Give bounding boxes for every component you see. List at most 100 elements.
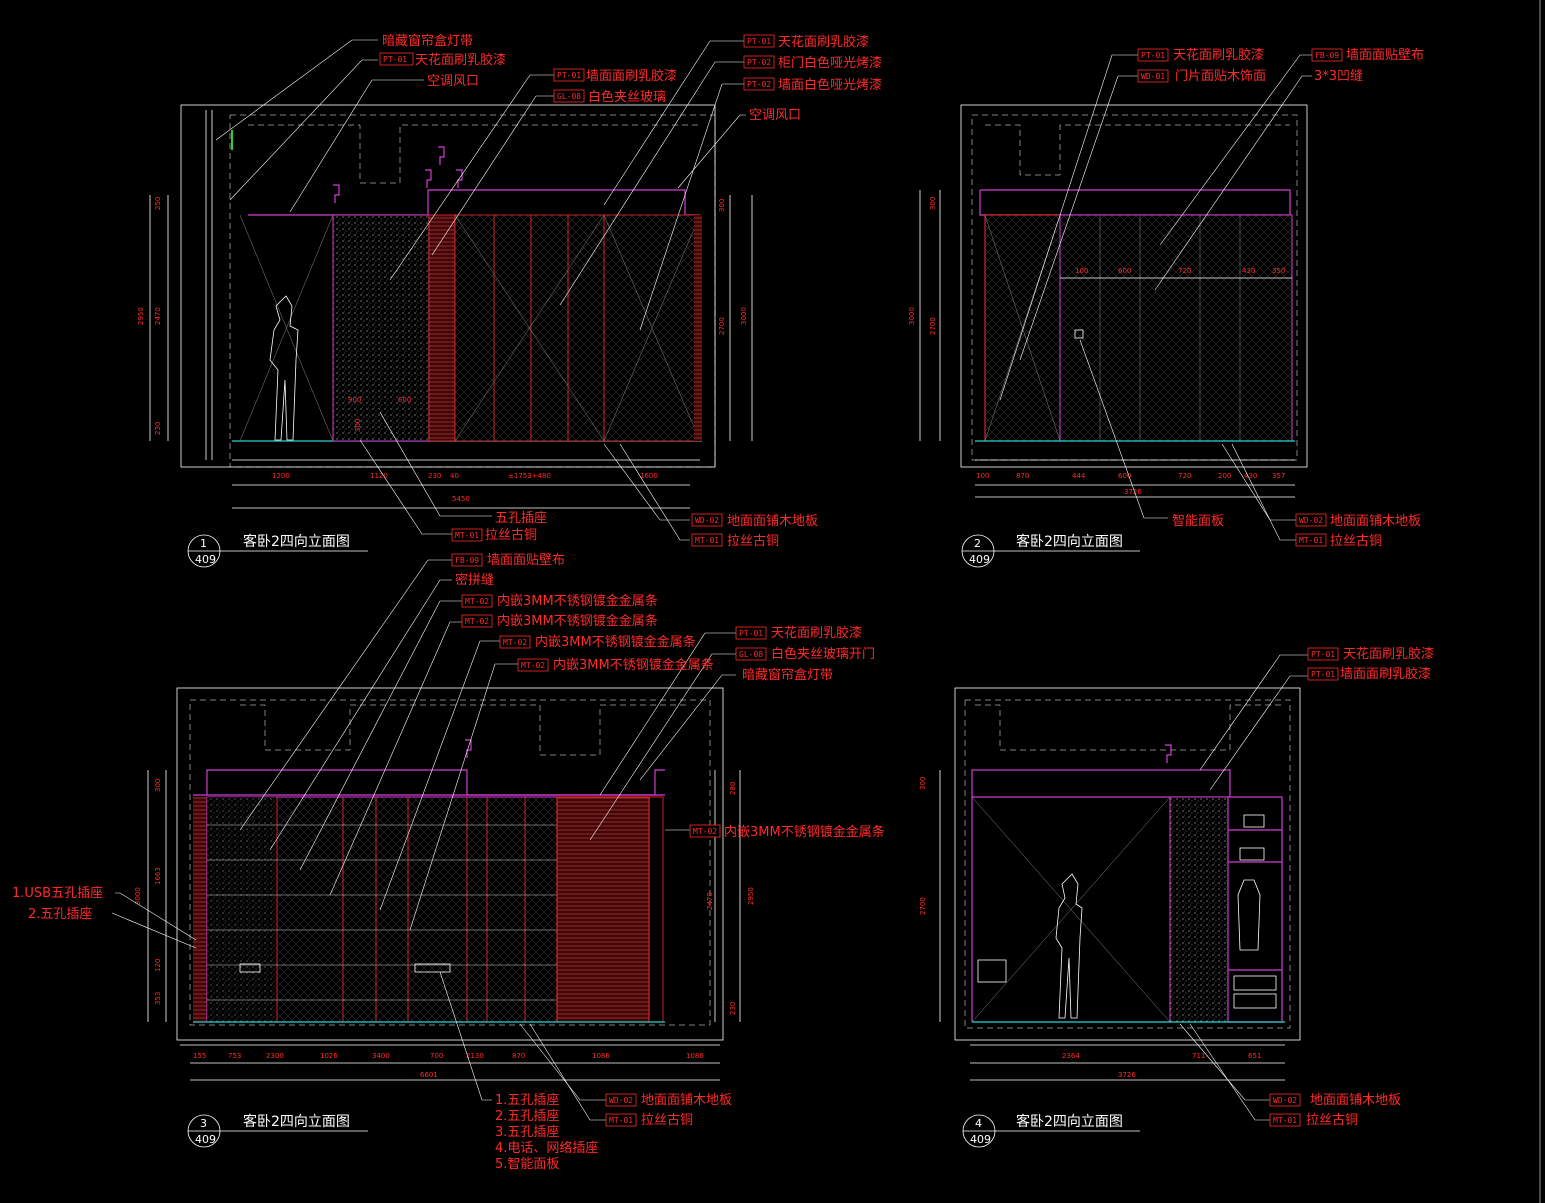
view-title: 客卧2四向立面图 <box>243 1113 350 1130</box>
code-wd02: WD-02 <box>609 1096 633 1105</box>
view-title: 客卧2四向立面图 <box>243 533 350 550</box>
dim-l2: 2700 <box>929 317 937 335</box>
dim-b1: 100 <box>976 472 989 480</box>
ceiling-line <box>206 769 665 796</box>
dim-bottom-6: 1600 <box>640 472 658 480</box>
dim-l1: 300 <box>154 779 162 792</box>
code-wd01: WD-01 <box>1141 72 1165 81</box>
label-socket: 五孔插座 <box>495 511 547 526</box>
dim-left-2: 2470 <box>154 307 162 325</box>
code-pt02-wall: PT-02 <box>747 80 771 89</box>
label-wall-fabric: 墙面面贴壁布 <box>487 553 565 568</box>
code-mt01-b: MT-01 <box>695 536 719 545</box>
code-wd02: WD-02 <box>1273 1096 1297 1105</box>
dim-b9: 1086 <box>592 1052 610 1060</box>
ceiling-line <box>248 189 700 216</box>
dim-b6: 200 <box>1218 472 1231 480</box>
dim-b3: 2300 <box>266 1052 284 1060</box>
label-bronze: 拉丝古铜 <box>1330 534 1382 549</box>
dim-left-3: 230 <box>154 422 162 435</box>
dim-inner-1: 100 <box>1075 267 1088 275</box>
code-pt01-wall: PT-01 <box>557 71 581 80</box>
dim-bottom-4: 40 <box>450 472 459 480</box>
code-fb09: FB-09 <box>1315 51 1339 60</box>
dim-b8: 870 <box>512 1052 525 1060</box>
label-socket: 2.五孔插座 <box>28 907 92 922</box>
code-wd02: WD-02 <box>695 516 719 525</box>
label-smart-panel: 智能面板 <box>1172 514 1224 529</box>
label-groove: 3*3凹缝 <box>1314 69 1363 84</box>
label-ceiling-paint: 天花面刷乳胶漆 <box>415 52 506 68</box>
label-ac-vent-b: 空调风口 <box>749 108 801 123</box>
code-mt02-b: MT-02 <box>465 617 489 626</box>
view-title: 客卧2四向立面图 <box>1016 533 1123 550</box>
dim-total: 3726 <box>1118 1071 1136 1079</box>
label-usb-socket: 1.USB五孔插座 <box>12 886 103 901</box>
dim-l2: 2700 <box>919 897 927 915</box>
code-pt01-a: PT-01 <box>1311 650 1335 659</box>
dim-b1: 2364 <box>1062 1052 1080 1060</box>
view-number: 3 <box>200 1117 207 1130</box>
label-door-veneer: 门片面贴木饰面 <box>1175 69 1266 84</box>
dim-left-1: 250 <box>154 197 162 210</box>
hatched-wall-panel <box>332 214 430 442</box>
socket-list-5: 5.智能面板 <box>495 1157 559 1172</box>
label-metal-strip-e: 内嵌3MM不锈钢镀金金属条 <box>724 824 885 840</box>
label-wall-paint: 墙面面刷乳胶漆 <box>586 68 677 84</box>
elevation-view-3: 155 753 2300 1026 3400 700 2130 870 1086… <box>12 553 885 1172</box>
dim-bottom-3: 230 <box>428 472 441 480</box>
label-bronze-b: 拉丝古铜 <box>727 534 779 549</box>
dim-l-total: 3000 <box>908 307 916 325</box>
label-metal-strip-c: 内嵌3MM不锈钢镀金金属条 <box>535 634 696 650</box>
dim-inner-2: 600 <box>1118 267 1131 275</box>
dim-l2: 1663 <box>154 867 162 885</box>
label-wood-floor: 地面面铺木地板 <box>1310 1093 1401 1108</box>
label-wood-floor: 地面面铺木地板 <box>727 514 818 529</box>
dim-inner-4: 430 <box>1242 267 1255 275</box>
label-ceiling-paint-b: 天花面刷乳胶漆 <box>778 34 869 50</box>
code-mt01: MT-01 <box>1299 536 1323 545</box>
dim-inner-5: 350 <box>1272 267 1285 275</box>
code-pt01: PT-01 <box>383 55 407 64</box>
sheet-number: 409 <box>970 1133 991 1146</box>
view-number: 2 <box>974 537 981 550</box>
dim-b7: 2130 <box>466 1052 484 1060</box>
label-ceiling-paint: 天花面刷乳胶漆 <box>1173 47 1264 63</box>
dim-inner-1: 900 <box>348 396 361 404</box>
code-pt01-b: PT-01 <box>747 37 771 46</box>
label-metal-strip-a: 内嵌3MM不锈钢镀金金属条 <box>497 593 658 609</box>
socket-list-3: 3.五孔插座 <box>495 1125 559 1140</box>
label-ac-vent: 空调风口 <box>427 74 479 89</box>
elevation-view-4: 2364 711 651 3726 300 2700 PT-01 天花面刷乳胶漆… <box>919 646 1434 1148</box>
dim-right-1: 300 <box>718 199 726 212</box>
code-wd02: WD-02 <box>1299 516 1323 525</box>
label-ceiling-paint: 天花面刷乳胶漆 <box>771 625 862 641</box>
code-gl08: GL-08 <box>739 650 763 659</box>
dim-b6: 700 <box>430 1052 443 1060</box>
dim-bottom-1: 1200 <box>272 472 290 480</box>
code-pt01-b: PT-01 <box>1311 670 1335 679</box>
dim-b10: 1086 <box>686 1052 704 1060</box>
label-curtain-light: 暗藏窗帘盒灯带 <box>382 33 473 49</box>
code-gl08: GL-08 <box>557 92 581 101</box>
code-pt02-door: PT-02 <box>747 58 771 67</box>
socket-list-4: 4.电话、网络插座 <box>495 1140 598 1156</box>
ceiling-void <box>229 114 716 468</box>
dim-r2: 2470 <box>706 892 714 910</box>
dim-total: 6601 <box>420 1071 438 1079</box>
code-mt01: MT-01 <box>455 531 479 540</box>
dim-b2: 753 <box>228 1052 241 1060</box>
human-figure <box>1055 873 1083 1019</box>
dim-bottom-2: 1120 <box>370 472 388 480</box>
dim-total: 5450 <box>452 495 470 503</box>
sheet-number: 409 <box>195 1133 216 1146</box>
dim-l-total: 3000 <box>134 887 142 905</box>
dim-b5: 720 <box>1178 472 1191 480</box>
wardrobe-panel <box>1169 796 1229 1023</box>
dim-b1: 155 <box>193 1052 206 1060</box>
view-number: 4 <box>975 1117 982 1130</box>
dim-inner-3: 300 <box>354 419 362 432</box>
code-mt02-e: MT-02 <box>693 827 717 836</box>
code-mt01: MT-01 <box>609 1116 633 1125</box>
label-wall-lacquer: 墙面白色哑光烤漆 <box>778 77 882 93</box>
